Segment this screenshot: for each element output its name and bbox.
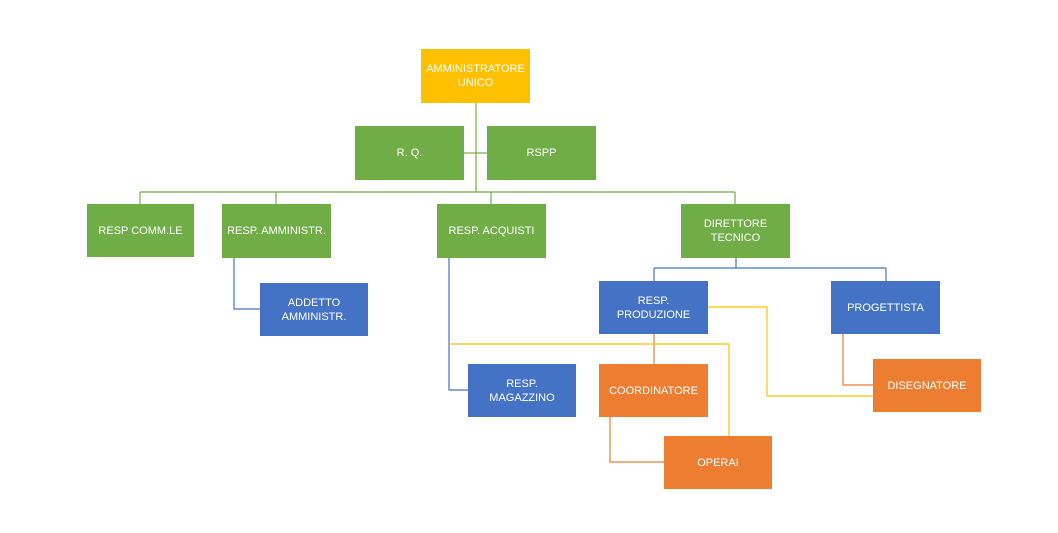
node-progettista[interactable]: PROGETTISTA <box>831 281 940 334</box>
node-amministratore-unico[interactable]: AMMINISTRATORE UNICO <box>421 49 530 103</box>
node-coordinatore[interactable]: COORDINATORE <box>599 364 708 417</box>
node-disegnatore[interactable]: DISEGNATORE <box>873 359 981 412</box>
node-direttore-tecnico[interactable]: DIRETTORE TECNICO <box>681 204 790 258</box>
connector-operai <box>609 417 664 463</box>
node-resp-acquisti[interactable]: RESP. ACQUISTI <box>437 204 546 258</box>
node-resp-magazzino[interactable]: RESP. MAGAZZINO <box>468 364 576 417</box>
node-resp-amministr[interactable]: RESP. AMMINISTR. <box>222 204 331 258</box>
connector-disegnatore <box>842 334 873 386</box>
connector-yellow-operai <box>449 343 730 436</box>
node-rspp[interactable]: RSPP <box>487 126 596 180</box>
connector-addetto <box>233 258 260 310</box>
connector-magazzino <box>448 258 468 391</box>
node-resp-comm[interactable]: RESP COMM.LE <box>87 204 194 257</box>
node-resp-produzione[interactable]: RESP. PRODUZIONE <box>599 281 708 334</box>
node-rq[interactable]: R. Q. <box>355 126 464 180</box>
connector-yellow-disegnatore <box>708 306 873 397</box>
node-addetto-amministr[interactable]: ADDETTO AMMINISTR. <box>260 283 368 336</box>
node-operai[interactable]: OPERAI <box>664 436 772 489</box>
